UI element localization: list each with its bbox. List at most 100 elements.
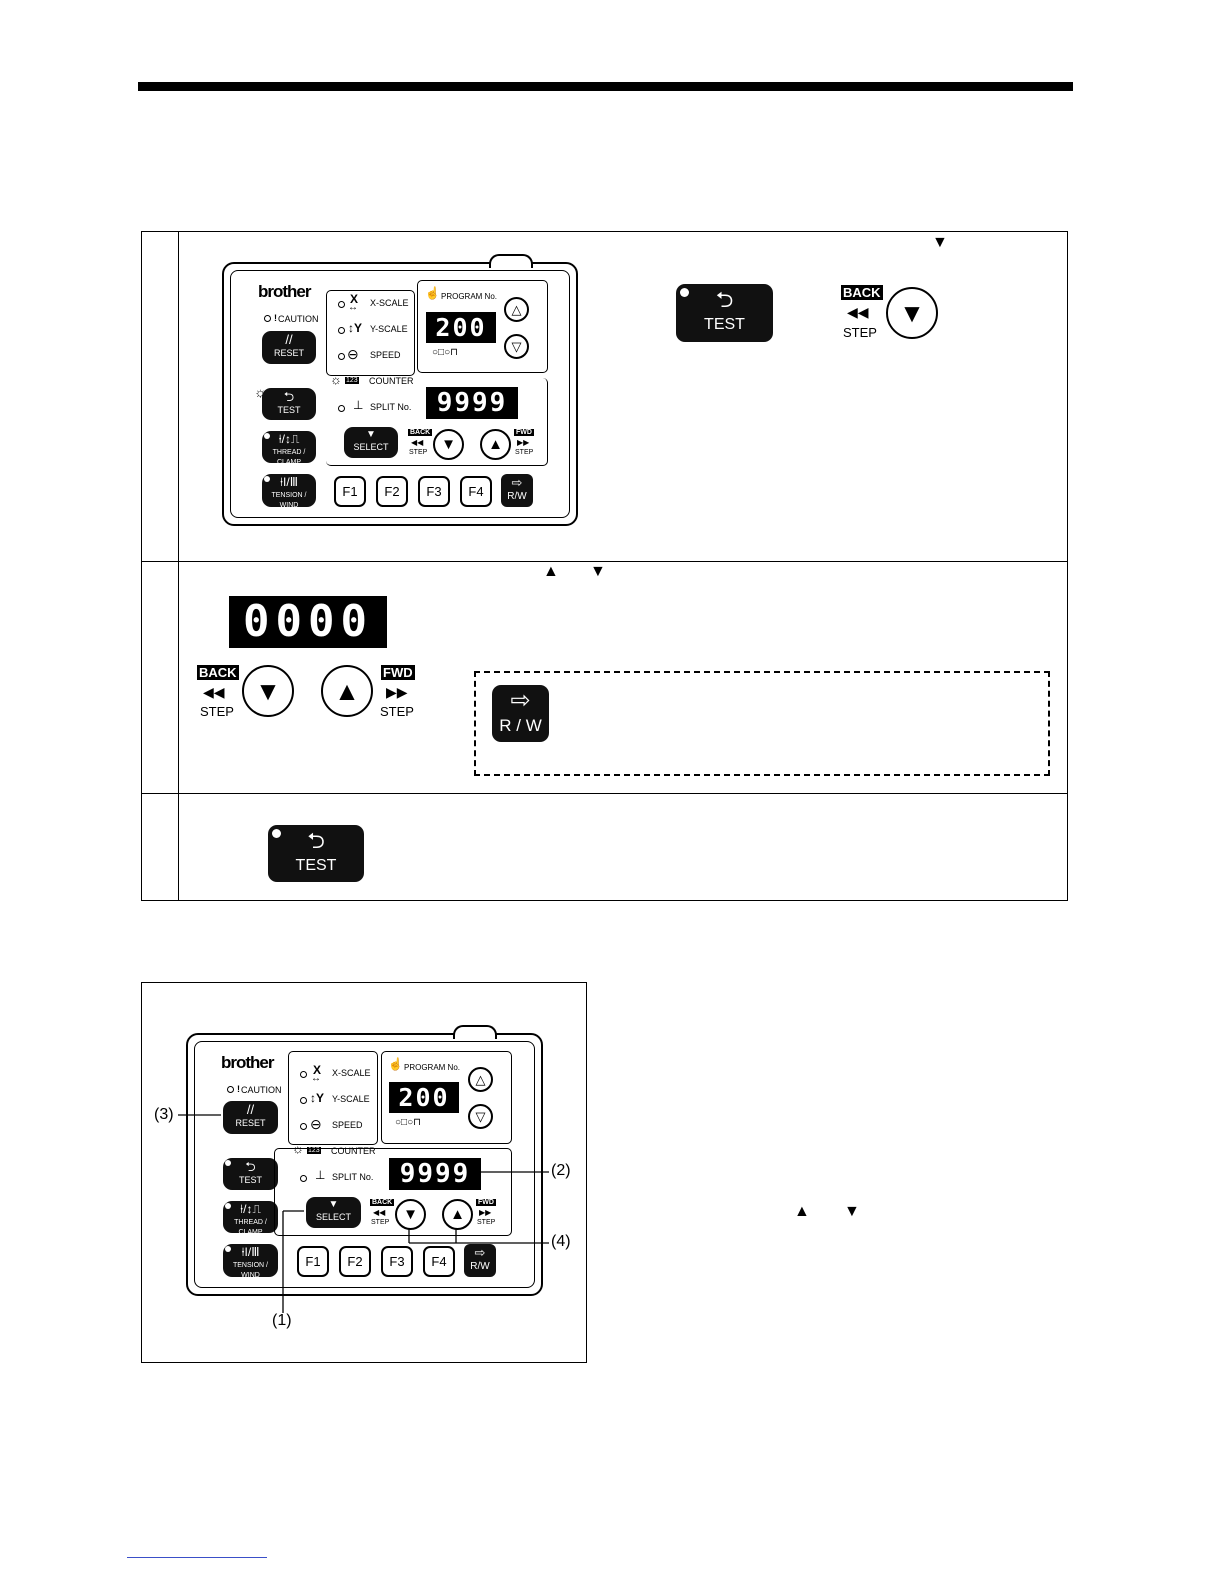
fwd-step-button[interactable]: ▲ (442, 1199, 473, 1230)
program-label: PROGRAM No. (441, 292, 498, 301)
fwd-step-label: STEP (515, 449, 534, 456)
back-tag: BACK (197, 665, 239, 680)
rw-label: R/W (470, 1261, 490, 1272)
reset-button[interactable]: // RESET (262, 331, 316, 364)
rw-key-large[interactable]: ⇨ R / W (492, 685, 549, 742)
fwd-step-label: STEP (380, 704, 414, 719)
y-scale-label: Y-SCALE (332, 1094, 370, 1104)
rw-arrow-icon: ⇨ (510, 687, 531, 714)
fast-forward-icon: ▶▶ (479, 1208, 492, 1217)
reset-label: RESET (235, 1118, 266, 1128)
test-key-large[interactable]: ⮌ TEST (676, 284, 773, 342)
tension-wind-icon: ⍿I/Ⅲ (279, 475, 298, 489)
thread-clamp-button[interactable]: ⍿/↕⎍ THREAD / CLAMP (262, 431, 316, 466)
test-return-icon: ⮌ (307, 828, 325, 853)
counter-label: COUNTER (331, 1146, 376, 1156)
panel-tab (453, 1025, 497, 1039)
x-arrow-icon: ↔ (348, 302, 358, 313)
callout-3: (3) (154, 1106, 174, 1123)
tension-wind-label: TENSION / WIND (232, 1262, 268, 1279)
select-button[interactable]: ▼ SELECT (306, 1197, 361, 1228)
fwd-step-label: STEP (477, 1219, 496, 1226)
counter-display-large: 0000 (229, 596, 387, 648)
down-triangle-icon: ▽ (475, 1108, 486, 1124)
test-key-led (272, 829, 281, 838)
panel-inner-frame (230, 270, 570, 518)
program-down-button[interactable]: ▽ (468, 1104, 493, 1129)
speed-led (300, 1123, 307, 1130)
callout-4: (4) (551, 1233, 571, 1250)
panel-tab (489, 254, 533, 268)
rw-key-label: R / W (499, 716, 542, 735)
counter-icon: 123 (307, 1147, 321, 1154)
rw-button[interactable]: ⇨ R/W (464, 1244, 496, 1277)
caution-led (264, 315, 271, 322)
mode-group-frame (288, 1051, 378, 1145)
back-tag: BACK (408, 429, 433, 436)
tension-wind-button[interactable]: ⍿I/Ⅲ TENSION / WIND (262, 474, 316, 509)
f4-button[interactable]: F4 (423, 1246, 455, 1277)
fwd-step-button[interactable]: ▲ (480, 429, 511, 460)
rewind-icon: ◀◀ (203, 684, 225, 700)
counter-icon: 123 (345, 377, 359, 384)
program-up-button[interactable]: △ (468, 1067, 493, 1092)
f1-button[interactable]: F1 (297, 1246, 329, 1277)
test-return-icon: ⮌ (245, 1159, 256, 1174)
down-arrow-icon: ▼ (932, 234, 948, 251)
callout-2: (2) (551, 1162, 571, 1179)
f2-button[interactable]: F2 (339, 1246, 371, 1277)
back-step-button[interactable]: ▼ (395, 1199, 426, 1230)
brand-logo: brother (258, 282, 311, 301)
test-button[interactable]: ⮌ TEST (262, 388, 316, 420)
back-step-label: STEP (200, 704, 234, 719)
y-scale-led (338, 327, 345, 334)
y-scale-led (300, 1097, 307, 1104)
counter-group-frame (326, 378, 548, 466)
reset-button[interactable]: // RESET (223, 1101, 278, 1134)
thread-clamp-led (225, 1203, 231, 1209)
f1-button[interactable]: F1 (334, 476, 366, 507)
footer-link-underline[interactable] (127, 1557, 267, 1558)
back-step-button-large[interactable]: ▼ (242, 665, 294, 717)
row-divider-2 (141, 793, 1068, 794)
counter-display: 9999 (389, 1158, 481, 1190)
y-scale-icon: ↕Y (348, 321, 363, 335)
back-step-button-large[interactable]: ▼ (886, 287, 938, 339)
x-scale-icon: X (350, 292, 359, 306)
f3-button[interactable]: F3 (381, 1246, 413, 1277)
f3-button[interactable]: F3 (418, 476, 450, 507)
down-triangle-icon: ▽ (511, 338, 522, 354)
back-tag: BACK (841, 285, 883, 300)
f2-button[interactable]: F2 (376, 476, 408, 507)
counter-label: COUNTER (369, 376, 414, 386)
up-triangle-icon: △ (511, 301, 522, 317)
up-arrow-icon: ▲ (488, 436, 503, 453)
split-led (300, 1175, 307, 1182)
f4-button[interactable]: F4 (460, 476, 492, 507)
select-button[interactable]: ▼ SELECT (344, 427, 398, 458)
back-step-button[interactable]: ▼ (433, 429, 464, 460)
rw-button[interactable]: ⇨ R/W (501, 474, 533, 507)
rw-arrow-icon: ⇨ (474, 1245, 486, 1260)
fwd-step-button-large[interactable]: ▲ (321, 665, 373, 717)
test-return-icon: ⮌ (715, 287, 734, 312)
rewind-icon: ◀◀ (373, 1208, 386, 1217)
test-label: TEST (277, 405, 301, 415)
select-label: SELECT (353, 442, 389, 452)
program-display: 200 (426, 312, 496, 343)
program-up-button[interactable]: △ (504, 297, 529, 322)
up-arrow-icon: ▲ (334, 675, 360, 706)
program-down-button[interactable]: ▽ (504, 334, 529, 359)
test-button[interactable]: ⮌ TEST (223, 1158, 278, 1190)
thread-clamp-icon: ⍿/↕⎍ (240, 1202, 261, 1216)
tension-wind-button[interactable]: ⍿I/Ⅲ TENSION / WIND (223, 1244, 278, 1279)
program-group-frame (417, 280, 548, 373)
speed-label: SPEED (370, 350, 401, 360)
thread-clamp-button[interactable]: ⍿/↕⎍ THREAD / CLAMP (223, 1201, 278, 1236)
thread-clamp-label: THREAD / CLAMP (272, 449, 306, 466)
reset-slash-icon: // (285, 332, 293, 347)
test-key-large[interactable]: ⮌ TEST (268, 825, 364, 882)
y-scale-label: Y-SCALE (370, 324, 408, 334)
thread-clamp-led (264, 433, 270, 439)
up-arrow-icon: ▲ (794, 1203, 810, 1220)
